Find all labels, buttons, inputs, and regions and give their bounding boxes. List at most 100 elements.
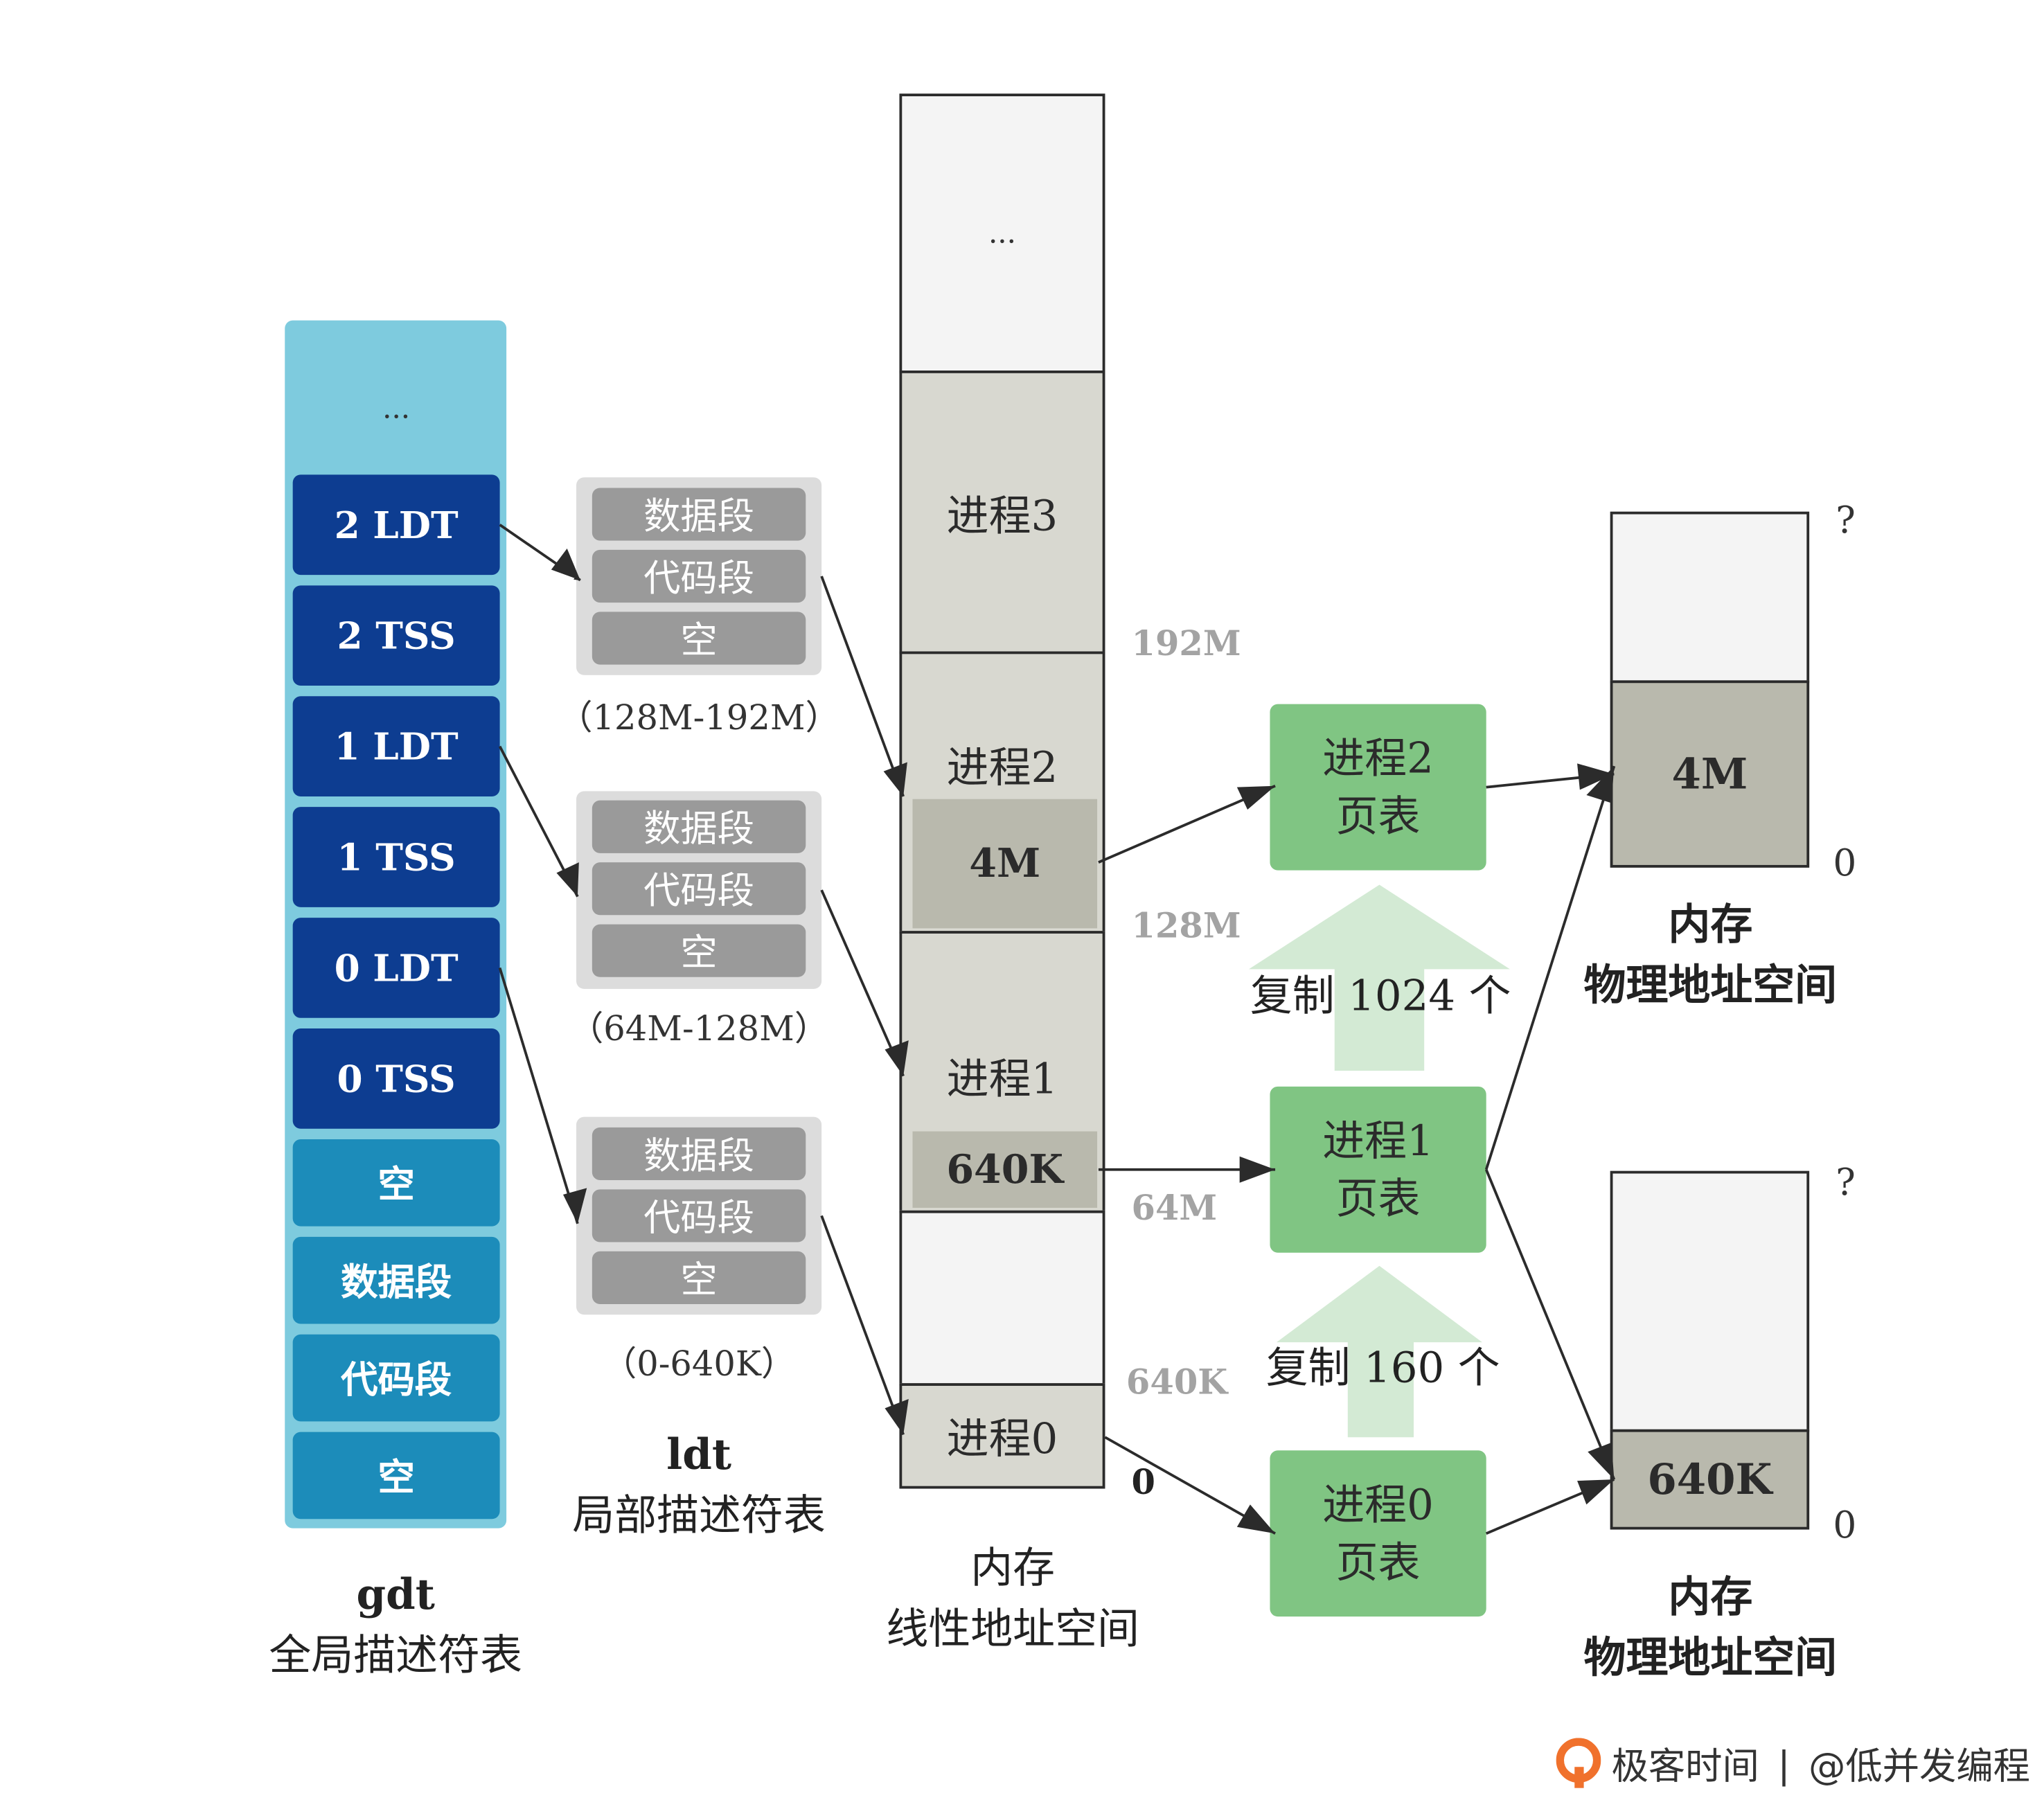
- arrowhead-pt1-lower: [1588, 1442, 1615, 1480]
- gdt-caption-title: gdt: [356, 1569, 435, 1619]
- gdt-entry-empty-last: 空: [292, 1432, 500, 1520]
- page-table-process-2: 进程2 页表: [1270, 704, 1486, 871]
- gdt-entry-1-ldt: 1 LDT: [292, 696, 500, 796]
- phys-lower-top-mark: ?: [1836, 1160, 1856, 1204]
- page-table-process-1: 进程1 页表: [1270, 1086, 1486, 1253]
- copy-1024-label: 复制 1024 个: [1250, 970, 1511, 1021]
- phys-upper-free: [1610, 511, 1810, 684]
- gdt-entry-code-segment: 代码段: [292, 1334, 500, 1422]
- phys-upper-caption: 内存 物理地址空间: [1513, 894, 1908, 1015]
- linear-process-0-label: 进程0: [946, 1413, 1058, 1464]
- phys-lower-bottom-mark: 0: [1833, 1503, 1857, 1547]
- ldt-caption-subtitle: 局部描述符表: [572, 1490, 826, 1540]
- linear-caption-title: 内存: [970, 1542, 1056, 1593]
- linear-process-2-used: 4M: [912, 799, 1098, 929]
- linear-process-3-label: 进程3: [946, 490, 1058, 540]
- arrow-ldt0-to-proc0: [820, 1215, 905, 1436]
- gdt-caption-subtitle: 全局描述符表: [269, 1630, 522, 1680]
- arrow-ldt2-to-proc2: [820, 576, 905, 797]
- phys-lower-used: 640K: [1610, 1429, 1810, 1530]
- page-table-process-0: 进程0 页表: [1270, 1450, 1486, 1617]
- page-table-1-line2: 页表: [1335, 1173, 1421, 1224]
- gdt-entry-empty: 空: [292, 1139, 500, 1227]
- ldt-2-range: （128M-192M）: [558, 698, 840, 738]
- addr-0: 0: [1131, 1463, 1155, 1504]
- phys-lower-caption-title: 内存: [1668, 1571, 1753, 1622]
- phys-upper-caption-title: 内存: [1668, 899, 1753, 950]
- linear-process-3: 进程3: [899, 370, 1105, 654]
- linear-ellipsis: ...: [988, 217, 1016, 250]
- arrowhead-pt1-upper: [1586, 766, 1615, 803]
- gdt-entry-data-segment: 数据段: [292, 1236, 500, 1324]
- copy-arrow-upper: [1248, 884, 1510, 1071]
- arrowhead-ldt1: [885, 1040, 909, 1076]
- footer-author: @低并发编程: [1809, 1744, 2030, 1788]
- ldt-caption: ldt 局部描述符表: [501, 1424, 896, 1545]
- arrowhead-gdt2: [551, 549, 580, 580]
- arrowhead-pt2: [1577, 763, 1615, 790]
- phys-upper-caption-subtitle: 物理地址空间: [1583, 960, 1838, 1010]
- ldt-1-code-segment: 代码段: [592, 862, 806, 916]
- ldt-0-data-segment: 数据段: [592, 1127, 806, 1180]
- arrowhead-ldt0: [885, 1399, 909, 1435]
- geektime-logo-icon: [1556, 1738, 1601, 1788]
- addr-192m: 192M: [1131, 625, 1241, 665]
- gdt-entry-0-tss: 0 TSS: [292, 1028, 500, 1129]
- ldt-caption-title: ldt: [666, 1429, 732, 1480]
- page-table-1-line1: 进程1: [1322, 1115, 1434, 1166]
- ldt-0-range: （0-640K）: [602, 1344, 796, 1384]
- arrow-pt1-to-phys-upper: [1484, 765, 1616, 1170]
- gdt-entry-2-ldt: 2 LDT: [292, 474, 500, 576]
- copy-160-label: 复制 160 个: [1265, 1342, 1500, 1393]
- phys-lower-caption-subtitle: 物理地址空间: [1583, 1632, 1838, 1683]
- linear-process-1-label: 进程1: [946, 1053, 1058, 1104]
- addr-128m: 128M: [1131, 907, 1241, 947]
- footer: 极客时间 | @低并发编程: [1556, 1738, 2030, 1790]
- page-table-2-line2: 页表: [1335, 791, 1421, 841]
- phys-upper-top-mark: ?: [1836, 498, 1856, 542]
- ldt-2-code-segment: 代码段: [592, 549, 806, 603]
- ldt-0-code-segment: 代码段: [592, 1189, 806, 1242]
- arrowhead-proc1: [1239, 1156, 1276, 1183]
- arrowhead-gdt1: [556, 862, 579, 897]
- footer-separator: |: [1777, 1743, 1790, 1786]
- addr-640k: 640K: [1126, 1363, 1228, 1403]
- linear-top-unused: ...: [899, 93, 1105, 373]
- arrowhead-proc2: [1236, 785, 1276, 810]
- page-table-2-line1: 进程2: [1322, 733, 1434, 783]
- arrow-pt1-to-phys-lower: [1484, 1169, 1616, 1480]
- arrowhead-gdt0: [562, 1188, 587, 1224]
- phys-lower-caption: 内存 物理地址空间: [1513, 1567, 1908, 1688]
- phys-lower-free: [1610, 1170, 1810, 1432]
- ldt-2-data-segment: 数据段: [592, 488, 806, 541]
- gdt-entry-2-tss: 2 TSS: [292, 585, 500, 686]
- linear-process-2-label: 进程2: [946, 742, 1058, 793]
- copy-arrow-lower: [1276, 1265, 1482, 1438]
- linear-process-1-used: 640K: [912, 1131, 1098, 1208]
- gdt-caption: gdt 全局描述符表: [198, 1564, 594, 1685]
- arrowhead-ldt2: [883, 762, 907, 796]
- arrow-gdt0-to-ldt0: [498, 967, 579, 1224]
- gdt-entry-0-ldt: 0 LDT: [292, 918, 500, 1018]
- footer-brand: 极客时间: [1611, 1744, 1759, 1788]
- linear-process-0: 进程0: [899, 1383, 1105, 1489]
- phys-upper-bottom-mark: 0: [1833, 841, 1857, 885]
- ldt-0-empty: 空: [592, 1251, 806, 1304]
- linear-caption-subtitle: 线性地址空间: [886, 1603, 1139, 1654]
- linear-caption: 内存 线性地址空间: [815, 1538, 1211, 1659]
- arrowhead-proc0: [1236, 1504, 1276, 1534]
- addr-64m: 64M: [1131, 1189, 1218, 1229]
- gdt-entry-1-tss: 1 TSS: [292, 807, 500, 907]
- page-table-0-line2: 页表: [1335, 1537, 1421, 1588]
- ldt-1-empty: 空: [592, 924, 806, 977]
- arrowhead-pt0: [1577, 1479, 1615, 1505]
- ldt-1-data-segment: 数据段: [592, 800, 806, 853]
- arrow-ldt1-to-proc1: [820, 889, 905, 1077]
- gdt-ellipsis: ...: [382, 392, 411, 426]
- ldt-2-empty: 空: [592, 612, 806, 665]
- phys-upper-used: 4M: [1610, 680, 1810, 868]
- ldt-1-range: （64M-128M）: [569, 1009, 829, 1049]
- page-table-0-line1: 进程0: [1322, 1479, 1434, 1530]
